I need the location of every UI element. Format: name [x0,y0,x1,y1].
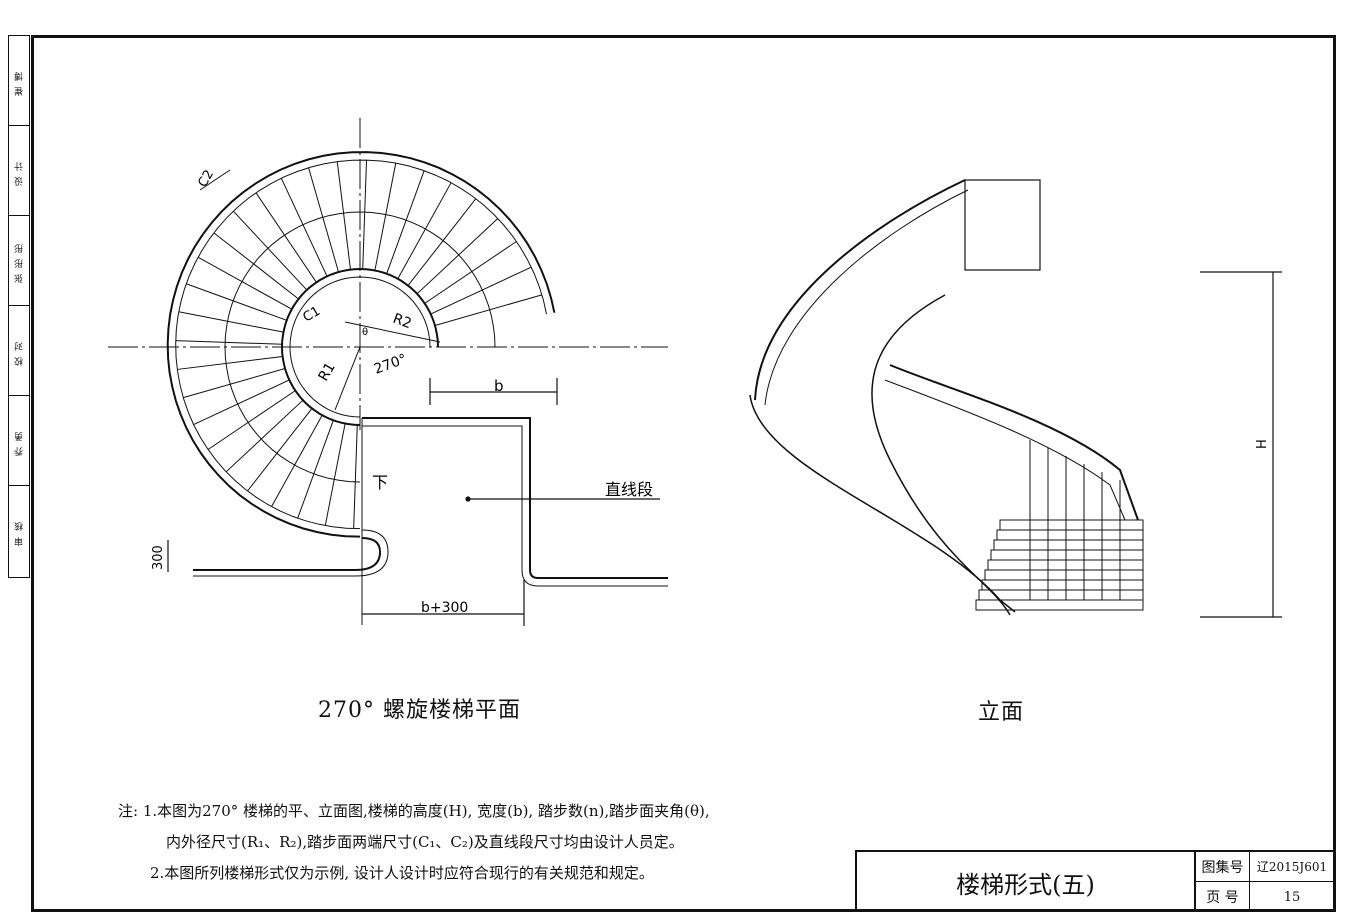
atlas-number-label: 图集号 [1196,852,1250,882]
r2-radius-line [344,321,441,343]
upper-handrail-inner [764,189,969,406]
top-landing-block [964,179,1041,271]
note-line-1: 注: 1.本图为270° 楼梯的平、立面图,楼梯的高度(H), 宽度(b), 踏… [118,802,710,820]
lower-handrail-outer [889,364,1139,521]
lower-handrail-inner [884,379,1126,521]
dim-300-label: 300 [151,545,166,570]
b-dimension-label: b [494,377,504,395]
stair-tread-line [193,379,290,426]
stair-tread-line [178,311,284,333]
stair-tread-line [362,160,368,270]
r1-radius-line [334,346,361,411]
angle-label: 270° [372,351,409,378]
elevation-caption: 立面 [978,700,1025,725]
theta-label: θ [362,327,368,338]
stair-tread-line [374,163,397,271]
straight-segment-label: 直线段 [605,480,653,499]
stair-tread-line [324,423,346,526]
inner-handrail-line [289,276,431,418]
stair-tread-line [386,170,425,274]
stair-tread-line [255,192,317,283]
leader-dot [465,496,471,502]
straight-run-inner-edge [362,425,668,587]
stair-tread-line [186,283,287,321]
stair-step [999,519,1144,531]
elevation-geometry [749,179,1282,618]
stair-tread-line [397,182,452,280]
sidebar-cell-2: 校对 [9,306,29,396]
b-plus-300-label: b+300 [421,600,468,616]
plan-geometry [108,118,668,626]
title-block: 楼梯形式(五) 图集号 辽2015J601 页 号 15 [855,850,1336,912]
stair-tread-line [177,356,283,370]
bottom-landing-inner-curve [193,529,389,577]
stair-tread-line [207,390,296,450]
r1-label: R1 [316,360,339,384]
stair-tread-line [336,161,351,270]
walk-line-arc [224,211,496,483]
note-line-3: 2.本图所列楼梯形式仅为示例, 设计人设计时应符合现行的有关规范和规定。 [150,864,654,882]
h-dimension-label: H [1255,439,1270,449]
outer-stair-edge [166,151,556,538]
drawing-title: 楼梯形式(五) [857,852,1196,912]
stair-tread-line [424,241,517,304]
straight-run-outer-edge [362,417,668,579]
c1-label: C1 [301,304,324,326]
drawing-frame [31,35,1336,912]
page-number-value: 15 [1283,889,1301,905]
atlas-number-value: 辽2015J601 [1250,852,1334,882]
outer-handrail-line [175,159,547,530]
inner-stair-edge [280,267,439,426]
upper-handrail-outer [754,179,966,401]
stair-step [981,579,1144,591]
bottom-landing-curve [193,537,382,571]
stringer-curve-outer [749,394,1016,613]
sidebar-cell-3: 张彤彤 [9,216,29,306]
stair-step [993,539,1144,551]
stair-tread-line [225,399,304,473]
stair-step [975,599,1144,611]
stair-tread-line [434,294,543,326]
stair-tread-line [183,368,286,399]
stair-tread-line [353,424,358,529]
stair-tread-line [197,256,293,310]
stringer-curve-inner [871,294,1011,616]
plan-caption: 270° 螺旋楼梯平面 [318,698,521,723]
sidebar-cell-4: 设计 [9,126,29,216]
r2-label: R2 [391,311,414,332]
sidebar-cell-1: 乔勇 [9,396,29,486]
note-line-2: 内外径尺寸(R₁、R₂),踏步面两端尺寸(C₁、C₂)及直线段尺寸均由设计人员定… [166,833,684,851]
sidebar-cell-5: 崔博 [9,36,29,126]
stair-tread-line [416,218,499,295]
stair-tread-line [247,408,313,492]
stair-tread-line [271,414,323,507]
stair-tread-line [213,232,299,300]
stair-step [996,529,1144,541]
c2-label: C2 [195,167,217,190]
signature-strip: 崔博 设计 张彤彤 校对 乔勇 审核 [8,35,30,578]
stair-tread-line [175,340,283,345]
stair-tread-line [232,210,308,291]
stair-tread-line [407,198,477,286]
stair-tread-line [308,167,339,273]
stair-tread-line [280,177,328,277]
stair-step [978,589,1144,601]
page-number-label: 页 号 [1196,882,1250,912]
stair-tread-line [297,420,334,519]
down-label: 下 [372,473,388,492]
stair-step [984,569,1144,581]
c2-dimension-line [199,169,231,191]
stair-tread-line [430,266,532,315]
